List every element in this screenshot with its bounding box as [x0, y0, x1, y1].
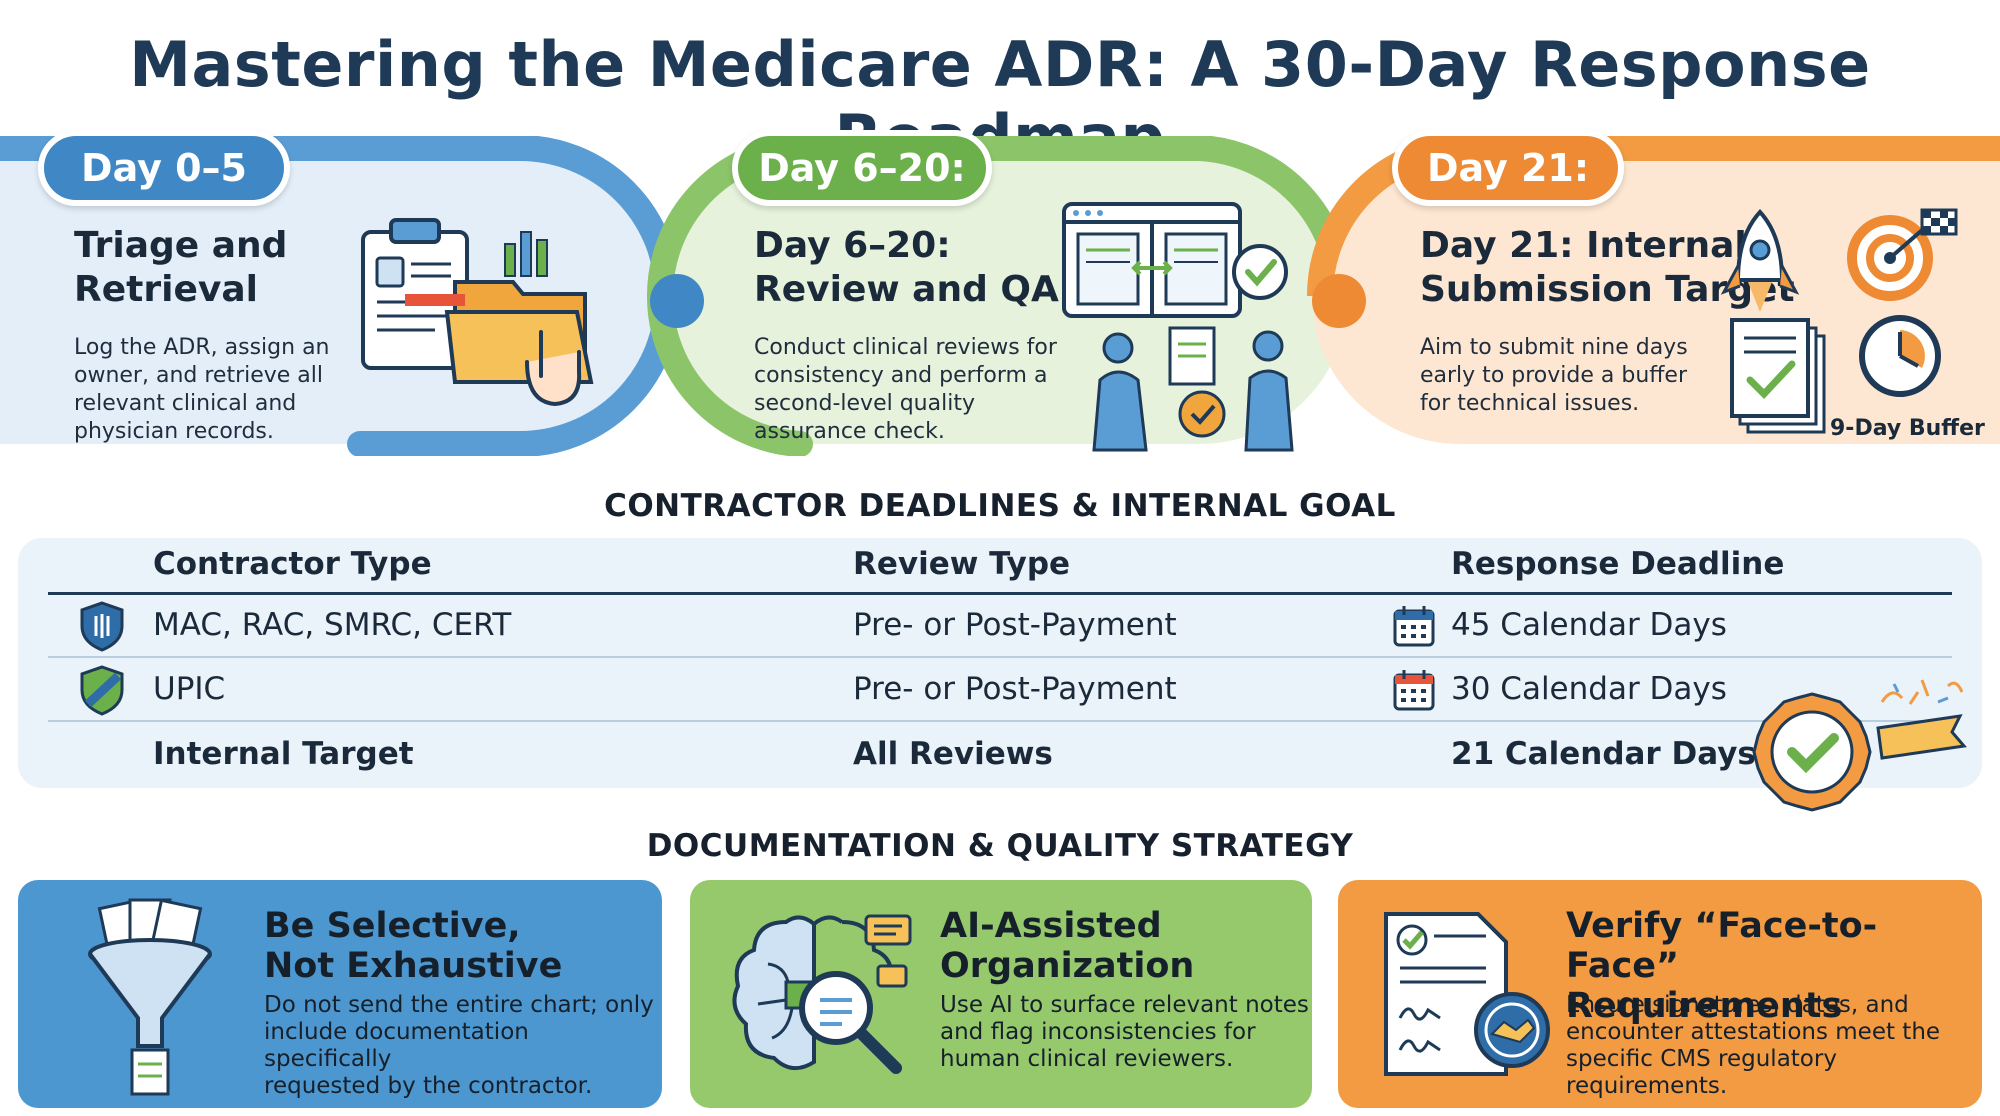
- desc-line: specific CMS regulatory requirements.: [1566, 1046, 1837, 1099]
- desc-line: and flag inconsistencies for: [940, 1019, 1256, 1045]
- card-title-line: Not Exhaustive: [264, 946, 563, 986]
- desc-line: Conduct clinical reviews for: [754, 335, 1057, 360]
- phase-submission: Day 21: Day 21: Internal Submission Targ…: [1300, 130, 2000, 456]
- desc-line: Do not send the entire chart; only: [264, 992, 654, 1018]
- ai-brain-icon: [732, 914, 912, 1074]
- desc-line: Aim to submit nine days: [1420, 335, 1688, 360]
- table-cell: UPIC: [153, 671, 226, 707]
- phase-heading: Triage and Retrieval: [74, 224, 287, 312]
- phase-heading-line: Triage and: [74, 225, 288, 266]
- deadlines-heading: CONTRACTOR DEADLINES & INTERNAL GOAL: [604, 488, 1396, 524]
- phase-description: Conduct clinical reviews for consistency…: [754, 334, 1057, 446]
- table-row-rule: [48, 720, 1952, 722]
- deadlines-table: [18, 538, 1982, 788]
- table-cell: MAC, RAC, SMRC, CERT: [153, 607, 512, 643]
- column-header: Contractor Type: [153, 546, 432, 582]
- phase-triage: Day 0–5 Triage and Retrieval Log the ADR…: [0, 130, 690, 456]
- table-cell: Pre- or Post-Payment: [853, 607, 1177, 643]
- desc-line: relevant clinical and: [74, 391, 297, 416]
- strategy-heading: DOCUMENTATION & QUALITY STRATEGY: [646, 828, 1354, 864]
- calendar-icon: [1393, 606, 1435, 647]
- column-header: Review Type: [853, 546, 1071, 582]
- table-cell: All Reviews: [853, 736, 1053, 772]
- phase-pill: Day 6–20:: [732, 130, 992, 206]
- calendar-icon: [1393, 670, 1435, 711]
- buffer-label: 9-Day Buffer: [1830, 416, 1985, 441]
- card-title-line: Verify “Face-to-Face”: [1566, 906, 1878, 986]
- card-title-line: Requirements: [1566, 986, 1843, 1026]
- phase-pill: Day 21:: [1392, 130, 1624, 206]
- phase-description: Aim to submit nine days early to provide…: [1420, 334, 1688, 418]
- card-description: Ensure signatures, dates, and encounter …: [1566, 992, 1982, 1100]
- phase-connector-dot: [1312, 274, 1366, 328]
- desc-line: early to provide a buffer: [1420, 363, 1687, 388]
- phase-description: Log the ADR, assign an owner, and retrie…: [74, 334, 330, 446]
- signed-document-icon: [1384, 912, 1550, 1076]
- phase-heading-line: Day 21: Internal: [1420, 225, 1747, 266]
- rocket-target-icon: [1720, 208, 1958, 434]
- phase-heading-line: Retrieval: [74, 269, 258, 310]
- desc-line: requested by the contractor.: [264, 1073, 593, 1099]
- card-title: Verify “Face-to-Face” Requirements: [1566, 906, 1982, 1026]
- table-header-rule: [48, 592, 1952, 595]
- card-title-line: AI-Assisted: [940, 906, 1162, 946]
- card-title-line: Organization: [940, 946, 1195, 986]
- funnel-icon: [88, 898, 212, 1096]
- review-people-icon: [1062, 202, 1294, 452]
- desc-line: physician records.: [74, 419, 274, 444]
- desc-line: assurance check.: [754, 419, 945, 444]
- desc-line: include documentation specifically: [264, 1019, 529, 1072]
- desc-line: Log the ADR, assign an: [74, 335, 330, 360]
- desc-line: human clinical reviewers.: [940, 1046, 1234, 1072]
- phase-connector-dot: [650, 274, 704, 328]
- card-description: Use AI to surface relevant notes and fla…: [940, 992, 1309, 1073]
- desc-line: Use AI to surface relevant notes: [940, 992, 1309, 1018]
- table-cell: Internal Target: [153, 736, 414, 772]
- table-cell: 30 Calendar Days: [1451, 671, 1727, 707]
- card-title: Be Selective, Not Exhaustive: [264, 906, 562, 986]
- desc-line: second-level quality: [754, 391, 975, 416]
- card-title: AI-Assisted Organization: [940, 906, 1194, 986]
- table-cell: Pre- or Post-Payment: [853, 671, 1177, 707]
- phase-heading: Day 6–20: Review and QA: [754, 224, 1059, 312]
- desc-line: for technical issues.: [1420, 391, 1640, 416]
- phase-heading-line: Day 6–20:: [754, 225, 951, 266]
- column-header: Response Deadline: [1451, 546, 1785, 582]
- desc-line: consistency and perform a: [754, 363, 1048, 388]
- strategy-card-face-to-face: Verify “Face-to-Face” Requirements Ensur…: [1338, 880, 1982, 1108]
- table-cell: 21 Calendar Days: [1451, 736, 1756, 772]
- card-description: Do not send the entire chart; only inclu…: [264, 992, 662, 1100]
- table-cell: 45 Calendar Days: [1451, 607, 1727, 643]
- shield-icon: [80, 601, 124, 652]
- desc-line: Ensure signatures, dates, and: [1566, 992, 1909, 1018]
- desc-line: encounter attestations meet the: [1566, 1019, 1941, 1045]
- phase-heading-line: Review and QA: [754, 269, 1059, 310]
- strategy-card-selective: Be Selective, Not Exhaustive Do not send…: [18, 880, 662, 1108]
- table-row-rule: [48, 656, 1952, 658]
- card-title-line: Be Selective,: [264, 906, 521, 946]
- phase-review: Day 6–20: Day 6–20: Review and QA Conduc…: [640, 130, 1350, 456]
- clipboard-folder-icon: [361, 218, 594, 407]
- desc-line: owner, and retrieve all: [74, 363, 324, 388]
- shield-icon: [80, 665, 124, 716]
- phase-pill: Day 0–5: [38, 130, 290, 206]
- strategy-card-ai: AI-Assisted Organization Use AI to surfa…: [690, 880, 1312, 1108]
- check-badge-icon: [1752, 679, 1967, 812]
